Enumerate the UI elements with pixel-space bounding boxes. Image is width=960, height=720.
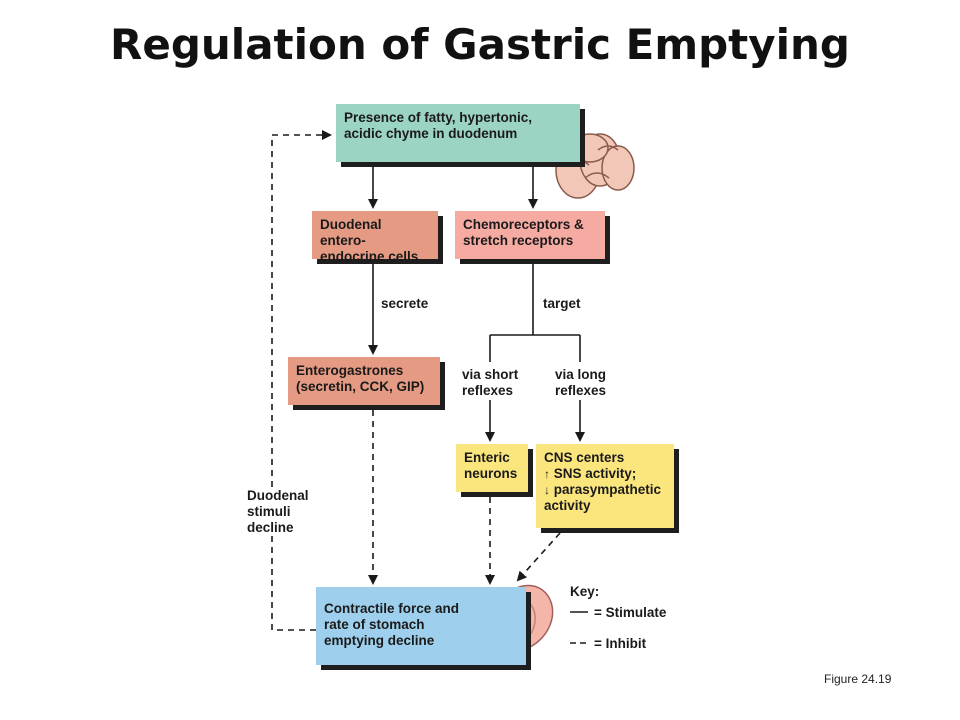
label-decline-line1: Duodenal xyxy=(247,488,309,503)
box-cns-row3: ↓ parasympathetic xyxy=(544,482,666,498)
box-chemoreceptors: Chemoreceptors & stretch receptors xyxy=(455,211,605,259)
label-short-line2: reflexes xyxy=(462,383,514,398)
box-cns-line4: activity xyxy=(544,498,591,513)
box-enteric-line1: Enteric xyxy=(464,450,510,465)
key-title: Key: xyxy=(570,584,600,600)
box-duodenal-line2: endocrine cells xyxy=(320,249,419,264)
up-arrow-icon: ↑ xyxy=(544,467,550,481)
label-long-line1: via long xyxy=(555,367,607,382)
box-cns-line3: parasympathetic xyxy=(553,482,662,497)
key-inhibit: = Inhibit xyxy=(594,636,647,652)
box-enteric-neurons: Enteric neurons xyxy=(456,444,528,492)
label-short-line1: via short xyxy=(462,367,519,382)
box-enteric-line2: neurons xyxy=(464,466,518,481)
box-duodenal-entero: Duodenal entero- endocrine cells xyxy=(312,211,438,264)
down-arrow-icon: ↓ xyxy=(544,483,550,497)
arrow-cns-inhibit xyxy=(516,532,561,582)
label-decline-line3: decline xyxy=(247,520,294,535)
arrow-feedback-loop xyxy=(271,130,332,631)
box-enterogastrones: Enterogastrones (secretin, CCK, GIP) xyxy=(288,357,440,405)
box-entero-line2: (secretin, CCK, GIP) xyxy=(296,379,425,394)
figure-label: Figure 24.19 xyxy=(824,672,892,686)
label-decline-line2: stimuli xyxy=(247,504,291,519)
box-chemo-line2: stretch receptors xyxy=(463,233,574,248)
box-presence-line1: Presence of fatty, hypertonic, xyxy=(344,110,533,125)
box-entero-line1: Enterogastrones xyxy=(296,363,404,378)
box-contractile: Contractile force and rate of stomach em… xyxy=(316,587,526,665)
label-via-long: via long reflexes xyxy=(555,367,607,399)
label-target: target xyxy=(543,296,581,312)
box-presence-line2: acidic chyme in duodenum xyxy=(344,126,518,141)
box-contractile-line2: rate of stomach xyxy=(324,617,425,632)
box-chemo-line1: Chemoreceptors & xyxy=(463,217,584,232)
key-stimulate: = Stimulate xyxy=(594,605,667,621)
box-cns-line2: SNS activity; xyxy=(553,466,637,481)
box-cns-centers: CNS centers ↑ SNS activity; ↓ parasympat… xyxy=(536,444,674,528)
box-contractile-line3: emptying decline xyxy=(324,633,435,648)
duodenum-illustration xyxy=(555,133,635,199)
label-via-short: via short reflexes xyxy=(462,367,519,399)
box-duodenal-line1: Duodenal entero- xyxy=(320,217,382,248)
box-cns-row2: ↑ SNS activity; xyxy=(544,466,666,482)
label-secrete: secrete xyxy=(381,296,429,312)
label-long-line2: reflexes xyxy=(555,383,607,398)
box-contractile-line1: Contractile force and xyxy=(324,601,460,616)
box-cns-line1: CNS centers xyxy=(544,450,625,465)
box-presence: Presence of fatty, hypertonic, acidic ch… xyxy=(336,104,580,162)
label-duodenal-stimuli-decline: Duodenal stimuli decline xyxy=(247,488,309,536)
page-title: Regulation of Gastric Emptying xyxy=(110,20,850,69)
